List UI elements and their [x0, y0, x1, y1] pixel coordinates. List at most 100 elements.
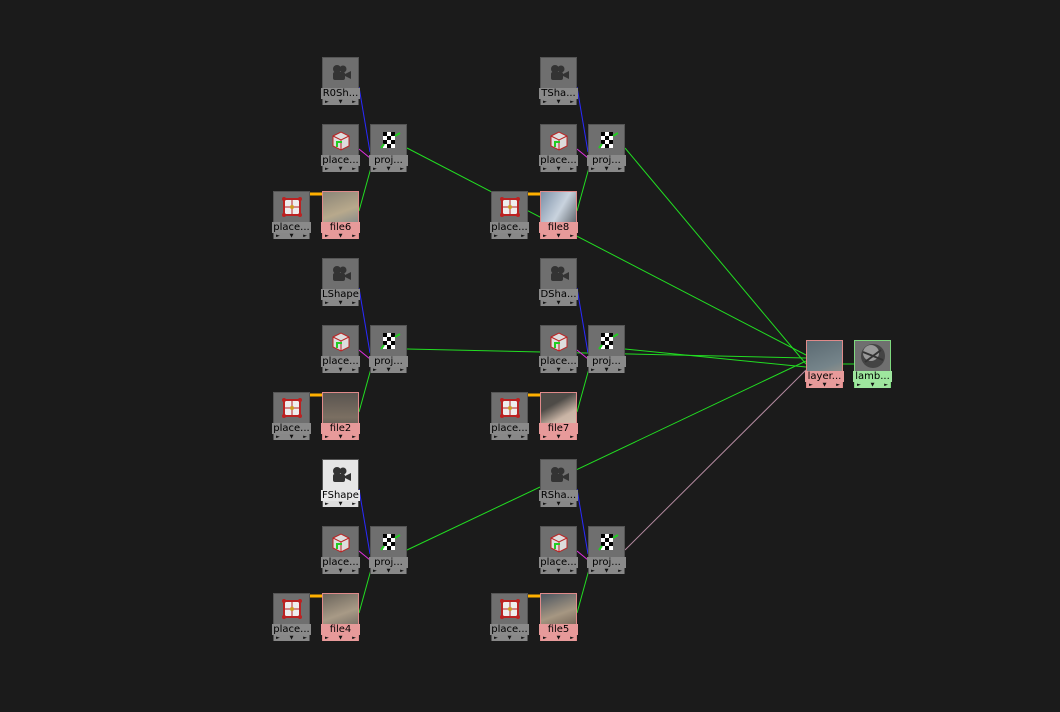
- node-ports[interactable]: ►▼►: [589, 367, 624, 373]
- camera-icon: [323, 259, 358, 289]
- place3d-node-p3d1[interactable]: place...►▼►: [321, 124, 360, 172]
- place2d-node-p2d5[interactable]: place...►▼►: [490, 392, 529, 440]
- node-ports[interactable]: ►▼►: [541, 434, 576, 440]
- node-ports[interactable]: ►▼►: [323, 367, 358, 373]
- node-ports[interactable]: ►▼►: [371, 568, 406, 574]
- node-ports[interactable]: ►▼►: [492, 635, 527, 641]
- projection-icon: [589, 326, 624, 356]
- place3d-icon: [541, 326, 576, 356]
- node-label: place...: [490, 624, 529, 635]
- color-connection: [576, 364, 591, 413]
- node-ports[interactable]: ►▼►: [589, 568, 624, 574]
- node-label: file6: [321, 222, 360, 233]
- place3d-icon: [541, 125, 576, 155]
- node-ports[interactable]: ►▼►: [274, 233, 309, 239]
- camera-connection: [358, 86, 371, 153]
- file-node-file6[interactable]: file6►▼►: [321, 191, 360, 239]
- camera-node-cam4[interactable]: TSha...►▼►: [539, 57, 578, 105]
- node-ports[interactable]: ►▼►: [274, 434, 309, 440]
- node-ports[interactable]: ►▼►: [541, 568, 576, 574]
- projection-icon: [589, 527, 624, 557]
- file-node-file2[interactable]: file2►▼►: [321, 392, 360, 440]
- node-label: RSha...: [539, 490, 578, 501]
- color-connection: [576, 163, 591, 212]
- node-ports[interactable]: ►▼►: [541, 300, 576, 306]
- node-ports[interactable]: ►▼►: [323, 99, 358, 105]
- node-ports[interactable]: ►▼►: [323, 166, 358, 172]
- place3d-node-p3d5[interactable]: place...►▼►: [539, 325, 578, 373]
- place3d-node-p3d3[interactable]: place...►▼►: [321, 526, 360, 574]
- node-ports[interactable]: ►▼►: [589, 166, 624, 172]
- camera-connection: [358, 287, 371, 354]
- file-node-file8[interactable]: file8►▼►: [539, 191, 578, 239]
- node-label: proj...: [369, 557, 408, 568]
- place3d-icon: [541, 527, 576, 557]
- node-ports[interactable]: ►▼►: [541, 233, 576, 239]
- node-ports[interactable]: ►▼►: [323, 434, 358, 440]
- node-ports[interactable]: ►▼►: [274, 635, 309, 641]
- file-node-file7[interactable]: file7►▼►: [539, 392, 578, 440]
- lambert-node-lambert[interactable]: lamb...►▼►: [853, 340, 892, 388]
- node-ports[interactable]: ►▼►: [323, 568, 358, 574]
- camera-icon: [541, 460, 576, 490]
- node-ports[interactable]: ►▼►: [492, 434, 527, 440]
- camera-node-cam5[interactable]: DSha...►▼►: [539, 258, 578, 306]
- place2d-node-p2d2[interactable]: place...►▼►: [272, 392, 311, 440]
- color-connection: [358, 364, 373, 413]
- node-ports[interactable]: ►▼►: [855, 382, 890, 388]
- node-label: place...: [272, 423, 311, 434]
- node-ports[interactable]: ►▼►: [807, 382, 842, 388]
- file-node-file5[interactable]: file5►▼►: [539, 593, 578, 641]
- node-label: place...: [539, 155, 578, 166]
- place2d-node-p2d6[interactable]: place...►▼►: [490, 593, 529, 641]
- projection-node-proj4[interactable]: proj...►▼►: [587, 124, 626, 172]
- node-label: TSha...: [539, 88, 578, 99]
- node-ports[interactable]: ►▼►: [323, 501, 358, 507]
- place2d-node-p2d4[interactable]: place...►▼►: [490, 191, 529, 239]
- node-ports[interactable]: ►▼►: [541, 166, 576, 172]
- camera-node-cam2[interactable]: LShape►▼►: [321, 258, 360, 306]
- node-ports[interactable]: ►▼►: [371, 166, 406, 172]
- place3d-node-p3d4[interactable]: place...►▼►: [539, 124, 578, 172]
- projection-node-proj5[interactable]: proj...►▼►: [587, 325, 626, 373]
- projection-node-proj1[interactable]: proj...►▼►: [369, 124, 408, 172]
- projection-icon: [371, 125, 406, 155]
- place3d-icon: [323, 326, 358, 356]
- node-label: DSha...: [539, 289, 578, 300]
- place3d-connection: [358, 550, 371, 561]
- place3d-connection: [576, 550, 589, 561]
- place2d-icon: [274, 393, 309, 423]
- node-ports[interactable]: ►▼►: [492, 233, 527, 239]
- color-connection: [358, 163, 373, 212]
- node-ports[interactable]: ►▼►: [323, 233, 358, 239]
- node-ports[interactable]: ►▼►: [541, 635, 576, 641]
- projection-icon: [589, 125, 624, 155]
- place3d-node-p3d6[interactable]: place...►▼►: [539, 526, 578, 574]
- camera-icon: [541, 259, 576, 289]
- projection-node-proj6[interactable]: proj...►▼►: [587, 526, 626, 574]
- camera-node-cam3[interactable]: FShape►▼►: [321, 459, 360, 507]
- node-label: LShape: [321, 289, 360, 300]
- camera-node-cam6[interactable]: RSha...►▼►: [539, 459, 578, 507]
- node-label: file5: [539, 624, 578, 635]
- projection-node-proj2[interactable]: proj...►▼►: [369, 325, 408, 373]
- place2d-node-p2d3[interactable]: place...►▼►: [272, 593, 311, 641]
- place3d-node-p3d2[interactable]: place...►▼►: [321, 325, 360, 373]
- camera-connection: [358, 488, 371, 555]
- place3d-connection: [358, 148, 371, 159]
- projection-to-layered-connection: [624, 369, 807, 551]
- place3d-connection: [576, 148, 589, 159]
- place2d-node-p2d1[interactable]: place...►▼►: [272, 191, 311, 239]
- node-ports[interactable]: ►▼►: [323, 300, 358, 306]
- color-connection: [358, 565, 373, 614]
- node-ports[interactable]: ►▼►: [541, 501, 576, 507]
- node-ports[interactable]: ►▼►: [323, 635, 358, 641]
- file-node-layered[interactable]: layer...►▼►: [805, 340, 844, 388]
- node-ports[interactable]: ►▼►: [371, 367, 406, 373]
- node-ports[interactable]: ►▼►: [541, 367, 576, 373]
- node-ports[interactable]: ►▼►: [541, 99, 576, 105]
- camera-node-cam1[interactable]: R0Sh...►▼►: [321, 57, 360, 105]
- file-node-file4[interactable]: file4►▼►: [321, 593, 360, 641]
- projection-node-proj3[interactable]: proj...►▼►: [369, 526, 408, 574]
